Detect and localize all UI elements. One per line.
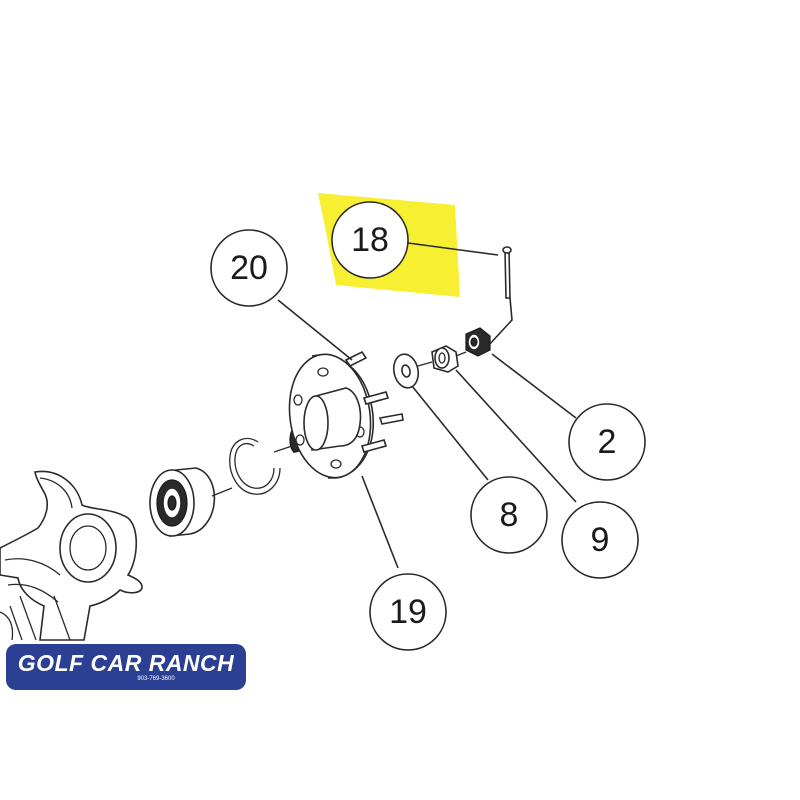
leader-18 — [407, 242, 499, 256]
golf-car-ranch-logo: GOLF CAR RANCH 903-769-3600 — [6, 644, 246, 690]
callout-19-label: 19 — [389, 593, 427, 631]
callout-18: 18 — [331, 201, 409, 279]
callout-19: 19 — [369, 573, 447, 651]
logo-phone: 903-769-3600 — [137, 676, 175, 682]
castle-nut — [431, 345, 459, 373]
snap-ring — [229, 437, 281, 495]
nut-cap — [465, 327, 491, 357]
wheel-hub — [288, 350, 404, 479]
cotter-pin — [487, 246, 513, 347]
axis-line — [417, 361, 433, 367]
leader-9 — [455, 369, 577, 503]
washer — [392, 353, 420, 389]
axis-line — [211, 487, 233, 497]
callout-8-label: 8 — [500, 496, 519, 534]
leader-2 — [491, 353, 577, 419]
leader-20 — [277, 299, 353, 361]
callout-20-label: 20 — [230, 249, 268, 287]
axis-line — [273, 445, 293, 453]
callout-9: 9 — [561, 501, 639, 579]
callout-8: 8 — [470, 476, 548, 554]
callout-18-label: 18 — [351, 221, 389, 259]
axis-line — [455, 351, 467, 357]
bearing — [149, 467, 216, 537]
leader-8 — [411, 385, 489, 481]
callout-9-label: 9 — [591, 521, 610, 559]
spindle-knuckle — [0, 470, 143, 641]
logo-name: GOLF CAR RANCH — [17, 650, 235, 676]
leader-19 — [361, 475, 399, 569]
callout-2: 2 — [568, 403, 646, 481]
callout-2-label: 2 — [598, 423, 617, 461]
callout-20: 20 — [210, 229, 288, 307]
